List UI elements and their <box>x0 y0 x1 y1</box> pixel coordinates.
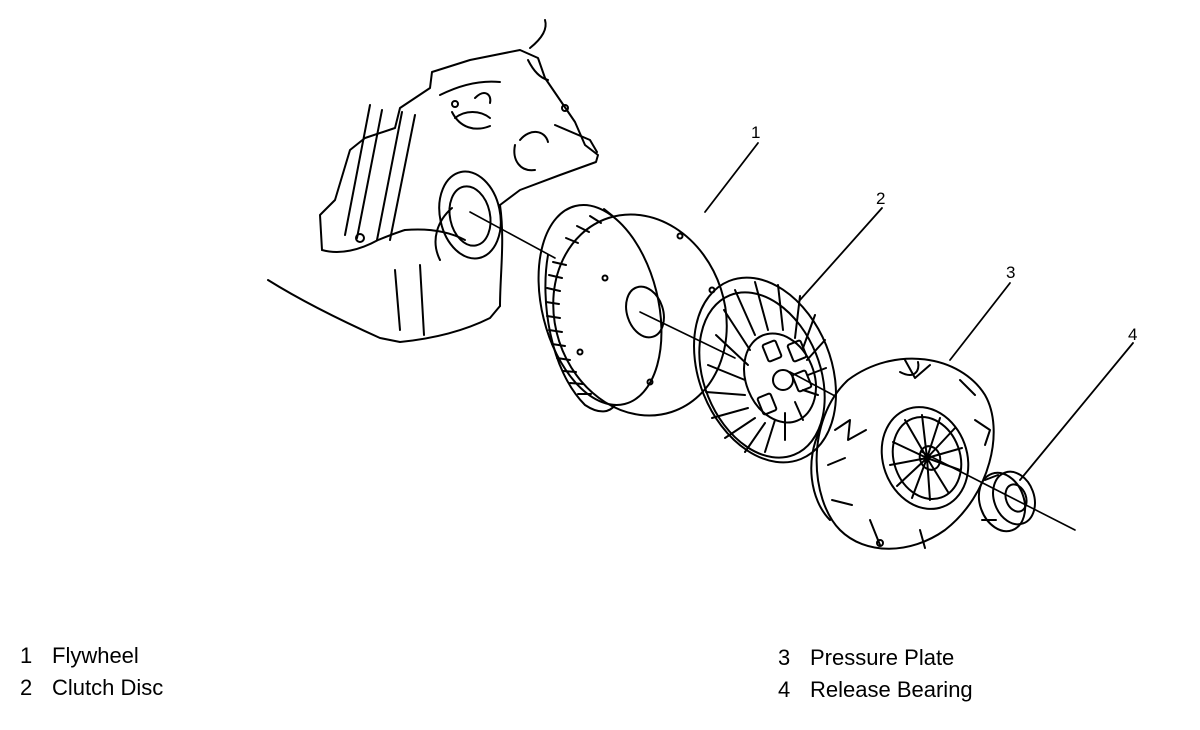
centerline-axis <box>470 212 1075 530</box>
clutch-disc <box>668 256 862 483</box>
legend-label: Pressure Plate <box>810 645 955 670</box>
legend-item-clutch-disc: 2 Clutch Disc <box>20 677 163 699</box>
pressure-plate <box>811 359 993 549</box>
leader-lines <box>705 143 1133 480</box>
legend-label: Flywheel <box>52 643 139 668</box>
legend-number: 3 <box>778 645 791 670</box>
callout-1: 1 <box>751 123 761 142</box>
flywheel <box>519 192 752 439</box>
legend-number: 4 <box>778 677 791 702</box>
callout-4: 4 <box>1128 325 1138 344</box>
legend-label: Clutch Disc <box>52 675 164 700</box>
callout-2: 2 <box>876 189 886 208</box>
engine-block <box>268 20 598 342</box>
legend-item-release-bearing: 4 Release Bearing <box>778 679 973 701</box>
legend-item-flywheel: 1 Flywheel <box>20 645 139 667</box>
callout-3: 3 <box>1006 263 1016 282</box>
legend-number: 2 <box>20 675 33 700</box>
legend-label: Release Bearing <box>810 677 973 702</box>
legend-item-pressure-plate: 3 Pressure Plate <box>778 647 954 669</box>
release-bearing <box>971 466 1042 538</box>
legend-number: 1 <box>20 643 33 668</box>
